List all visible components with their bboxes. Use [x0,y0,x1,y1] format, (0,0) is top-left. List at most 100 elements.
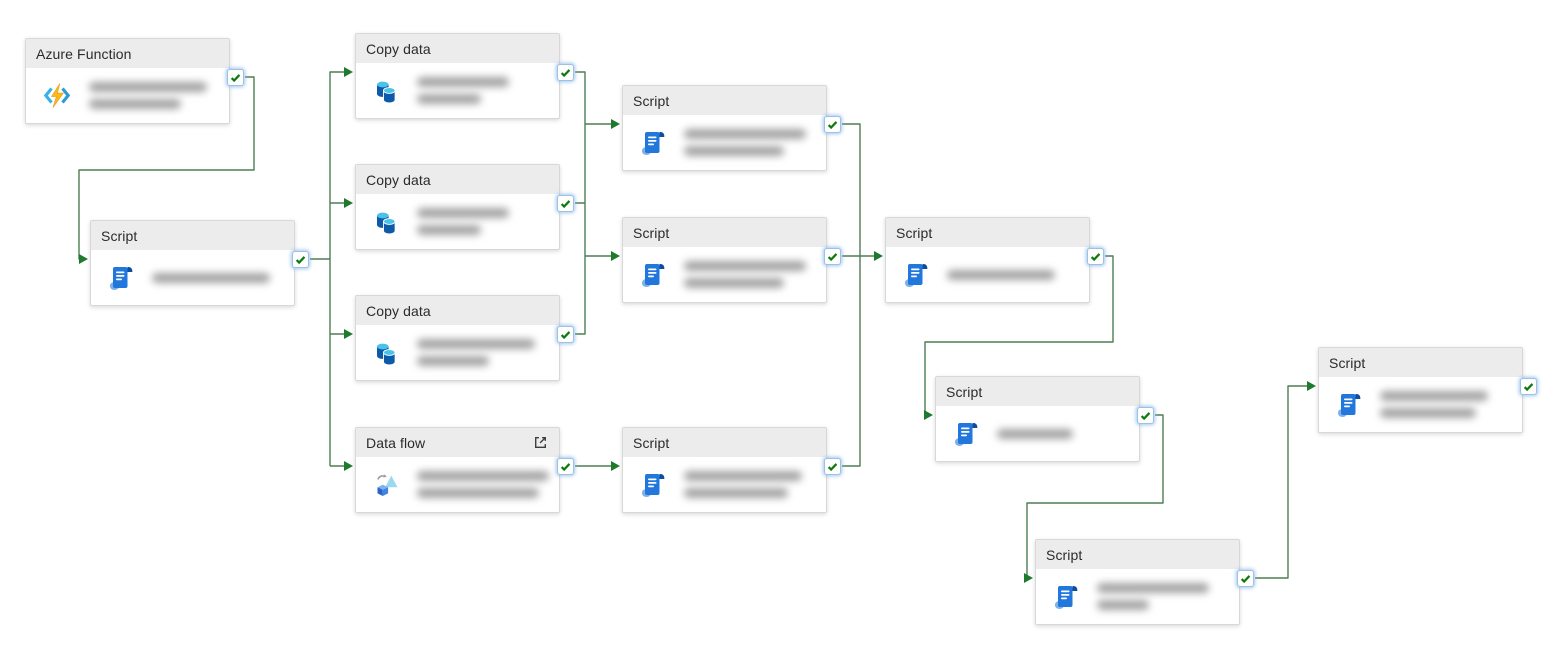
activity-node-script-1[interactable]: Script [90,220,309,306]
activity-name-redacted [417,77,509,104]
status-succeeded-badge[interactable] [1520,378,1537,395]
activity-body [356,457,559,512]
arrowhead [611,119,620,129]
activity-name-redacted [417,471,549,498]
status-succeeded-badge[interactable] [824,248,841,265]
azure-function-icon [42,82,72,110]
activity-node-script-4[interactable]: Script [622,427,841,513]
activity-type-label: Script [946,383,983,400]
activity-node-copy-data-1[interactable]: Copy data [355,33,574,119]
activity-header: Copy data [356,165,559,194]
activity-node-script-5[interactable]: Script [885,217,1104,303]
script-icon [639,261,667,289]
script-icon [639,129,667,157]
arrowhead [344,198,353,208]
activity-type-label: Data flow [366,434,426,451]
activity-node-script-7[interactable]: Script [1035,539,1254,625]
status-succeeded-badge[interactable] [557,195,574,212]
status-succeeded-badge[interactable] [557,326,574,343]
activity-header: Script [91,221,294,250]
activity-body [886,247,1089,302]
edge-script7-script8 [1255,385,1310,579]
activity-type-label: Script [1329,354,1366,371]
activity-name-redacted [1380,391,1488,418]
status-succeeded-badge[interactable] [824,116,841,133]
activity-type-label: Copy data [366,302,431,319]
activity-type-label: Script [633,434,670,451]
open-data-flow-icon[interactable] [532,434,549,451]
activity-name-redacted [417,208,509,235]
activity-header: Copy data [356,34,559,63]
activity-type-label: Copy data [366,40,431,57]
activity-name-redacted [417,339,535,366]
activity-node-script-8[interactable]: Script [1318,347,1537,433]
arrowhead [344,67,353,77]
activity-body [1319,377,1522,432]
status-succeeded-badge[interactable] [1237,570,1254,587]
activity-body [1036,569,1239,624]
status-succeeded-badge[interactable] [227,69,244,86]
activity-body [356,194,559,249]
arrowhead [344,461,353,471]
activity-type-label: Script [633,92,670,109]
activity-type-label: Script [896,224,933,241]
activity-header: Data flow [356,428,559,457]
activity-body [623,247,826,302]
status-succeeded-badge[interactable] [824,458,841,475]
arrowhead [79,254,88,264]
arrowhead [611,461,620,471]
activity-body [356,63,559,118]
status-succeeded-badge[interactable] [292,251,309,268]
arrowhead [611,251,620,261]
activity-node-script-3[interactable]: Script [622,217,841,303]
activity-name-redacted [684,261,806,288]
script-icon [952,420,980,448]
arrowhead [874,251,883,261]
edge-script1-fanout [310,71,346,467]
activity-node-script-2[interactable]: Script [622,85,841,171]
status-succeeded-badge[interactable] [557,64,574,81]
activity-type-label: Copy data [366,171,431,188]
arrowhead [924,410,933,420]
activity-header: Script [623,86,826,115]
activity-type-label: Azure Function [36,45,132,62]
activity-body [26,68,229,123]
arrowhead [1307,381,1316,391]
activity-name-redacted [684,129,806,156]
activity-name-redacted [152,272,270,283]
status-succeeded-badge[interactable] [557,458,574,475]
activity-body [356,325,559,380]
activity-name-redacted [684,471,802,498]
copy-data-icon [372,208,400,236]
copy-data-icon [372,77,400,105]
script-icon [902,261,930,289]
activity-node-copy-data-3[interactable]: Copy data [355,295,574,381]
activity-header: Script [1036,540,1239,569]
activity-header: Script [1319,348,1522,377]
script-icon [639,471,667,499]
activity-type-label: Script [1046,546,1083,563]
arrowhead [344,329,353,339]
activity-name-redacted [1097,583,1209,610]
activity-body [623,115,826,170]
activity-name-redacted [947,269,1055,280]
activity-header: Copy data [356,296,559,325]
status-succeeded-badge[interactable] [1137,407,1154,424]
activity-name-redacted [997,428,1073,439]
activity-node-data-flow[interactable]: Data flow [355,427,574,513]
edge-script6-script7 [1026,414,1164,576]
script-icon [107,264,135,292]
activity-header: Azure Function [26,39,229,68]
activity-body [91,250,294,305]
activity-header: Script [886,218,1089,247]
activity-node-copy-data-2[interactable]: Copy data [355,164,574,250]
status-succeeded-badge[interactable] [1087,248,1104,265]
activity-body [936,406,1139,461]
activity-type-label: Script [633,224,670,241]
activity-node-script-6[interactable]: Script [935,376,1154,462]
edge-copies-scripts [575,71,611,335]
activity-node-azure-function[interactable]: Azure Function [25,38,244,124]
activity-type-label: Script [101,227,138,244]
